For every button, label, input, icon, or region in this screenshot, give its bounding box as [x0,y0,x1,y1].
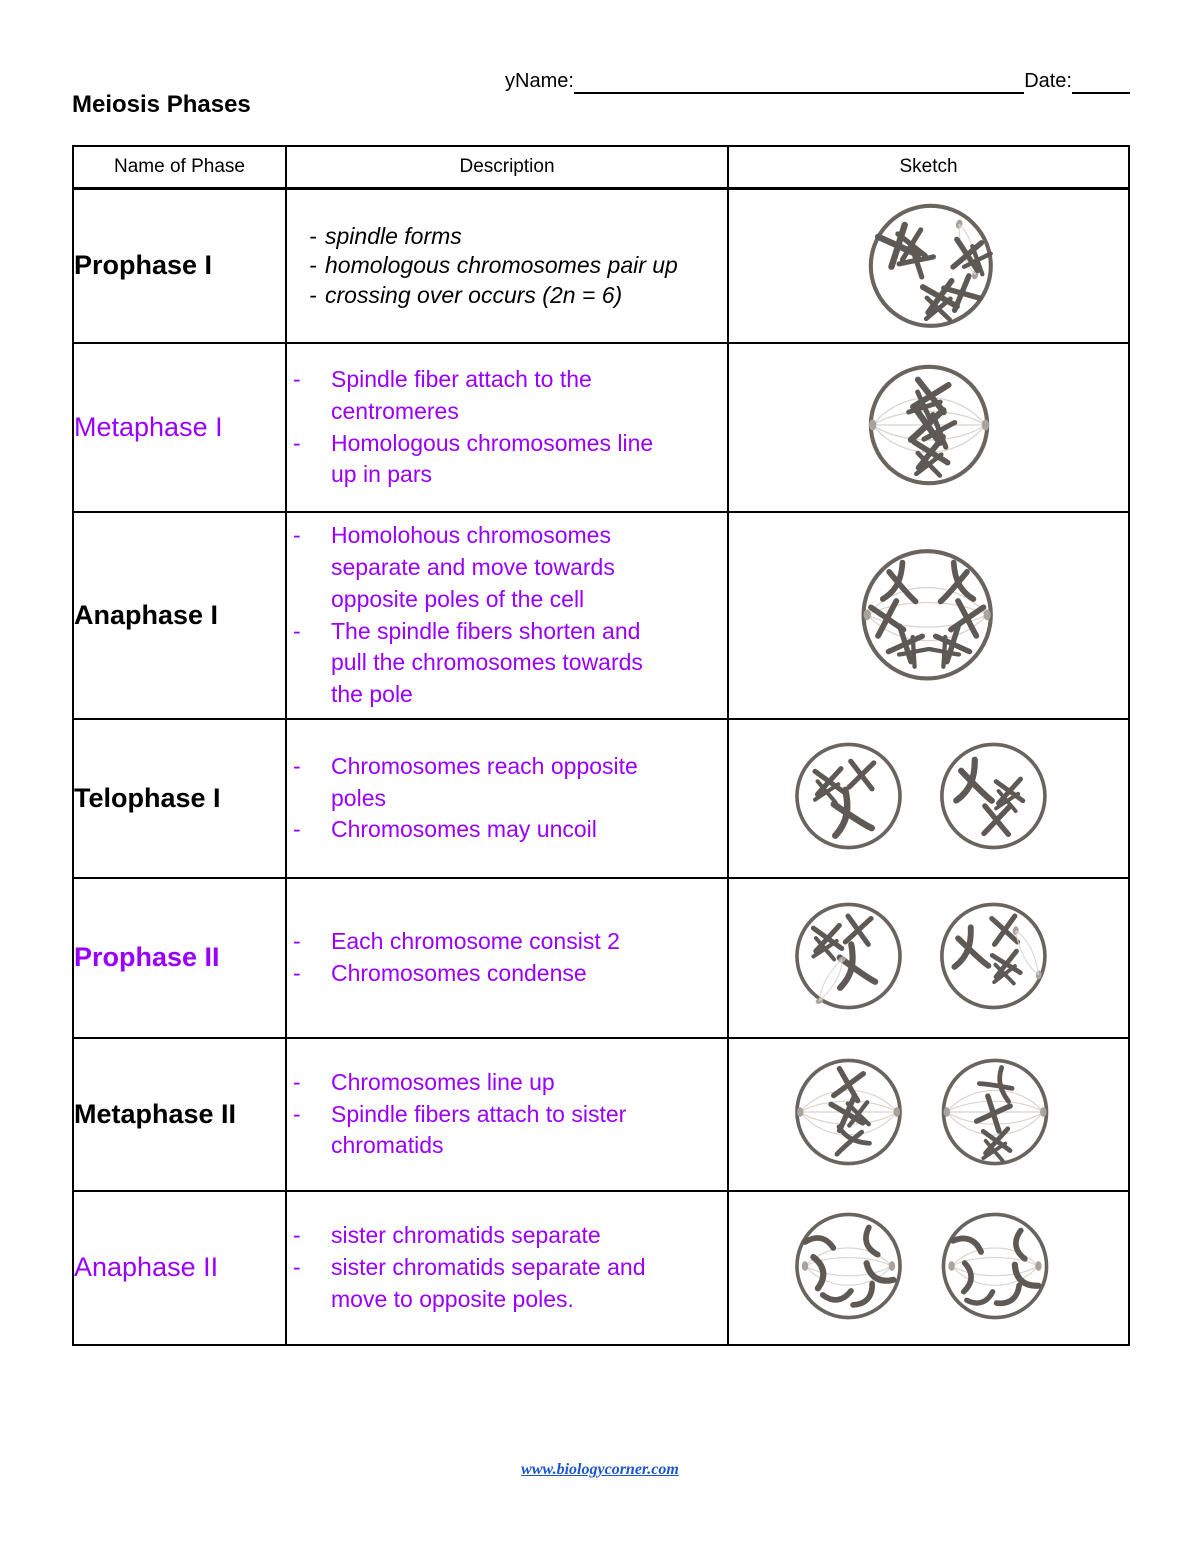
description-bullet: -crossing over occurs (2n = 6) [309,281,623,308]
sketch-cell [727,1037,1130,1192]
sketch-cell [727,718,1130,879]
sketch-cell [727,877,1130,1039]
phase-name-telophase-i: Telophase I [72,718,287,879]
sketch-cell [727,342,1130,513]
phase-name-prophase-ii: Prophase II [72,877,287,1039]
description-bullet: -The spindle fibers shorten and pull the… [293,617,643,707]
description-cell: -Chromosomes reach opposite poles -Chrom… [285,718,729,879]
description-bullet: -sister chromatids separate and move to … [293,1254,646,1312]
description-bullet: -Chromosomes line up [293,1068,555,1095]
col-header-name-of-phase: Name of Phase [72,145,287,190]
description-cell: -Each chromosome consist 2 -Chromosomes … [285,877,729,1039]
date-blank-line[interactable] [1072,70,1130,94]
description-cell: -Chromosomes line up -Spindle fibers att… [285,1037,729,1192]
sketch-cell [727,511,1130,720]
description-bullet: -Chromosomes reach opposite poles [293,752,638,811]
metaphase-i-cell-sketch-icon [868,364,989,486]
description-bullet: -Each chromosome consist 2 [293,928,620,955]
phase-name-metaphase-ii: Metaphase II [72,1037,287,1192]
footer-link[interactable]: www.biologycorner.com [521,1461,679,1478]
description-bullet: -Chromosomes condense [293,960,587,986]
description-bullet: -Homologous chromosomes line up in pars [293,429,654,488]
description-bullet: -homologous chromosomes pair up [309,252,678,279]
phase-name-prophase-i: Prophase I [72,187,287,344]
name-blank-line[interactable] [573,70,1025,94]
name-date-line: yName: Date: [505,70,1130,94]
description-bullet: -Homolohous chromosomes separate and mov… [293,522,615,612]
header-row: Name of Phase Description Sketch [72,145,1130,190]
table-row-metaphase-ii: Metaphase II -Chromosomes line up -Spind… [72,1037,1130,1192]
table-row-anaphase-ii: Anaphase II -sister chromatids separate … [72,1190,1130,1346]
description-bullet: -Spindle fibers attach to sister chromat… [293,1100,627,1159]
table-row-anaphase-i: Anaphase I -Homolohous chromosomes separ… [72,511,1130,720]
name-label: yName: [505,70,574,92]
description-bullet: -Chromosomes may uncoil [293,816,597,843]
phase-name-anaphase-i: Anaphase I [72,511,287,720]
prophase-i-cell-sketch-icon [868,203,993,328]
footer: www.biologycorner.com [0,1461,1200,1479]
metaphase-ii-cells-sketch-icon [794,1058,1048,1166]
anaphase-i-cell-sketch-icon [861,549,993,681]
description-bullet: -sister chromatids separate [293,1222,601,1249]
telophase-i-cells-sketch-icon [794,742,1047,850]
description-cell: -sister chromatids separate -sister chro… [285,1190,729,1346]
table-row-prophase-ii: Prophase II -Each chromosome consist 2 -… [72,877,1130,1039]
table-row-metaphase-i: Metaphase I -Spindle fiber attach to the… [72,342,1130,513]
sketch-cell [727,1190,1130,1346]
prophase-ii-cells-sketch-icon [794,902,1048,1009]
description-bullet: -Spindle fiber attach to the centromeres [293,366,592,424]
table-row-prophase-i: Prophase I -spindle forms -homologous ch… [72,187,1130,344]
description-cell: -spindle forms -homologous chromosomes p… [285,187,729,344]
table-row-telophase-i: Telophase I -Chromosomes reach opposite … [72,718,1130,879]
phase-name-metaphase-i: Metaphase I [72,342,287,513]
col-header-sketch: Sketch [727,145,1130,190]
description-cell: -Spindle fiber attach to the centromeres… [285,342,729,513]
meiosis-phases-table: Name of Phase Description Sketch Prophas… [72,145,1130,1346]
page-title: Meiosis Phases [72,91,251,118]
col-header-description: Description [285,145,729,190]
description-bullet: -spindle forms [309,222,462,249]
date-label: Date: [1024,70,1072,92]
description-cell: -Homolohous chromosomes separate and mov… [285,511,729,720]
sketch-cell [727,187,1130,344]
anaphase-ii-cells-sketch-icon [794,1212,1048,1319]
phase-name-anaphase-ii: Anaphase II [72,1190,287,1346]
